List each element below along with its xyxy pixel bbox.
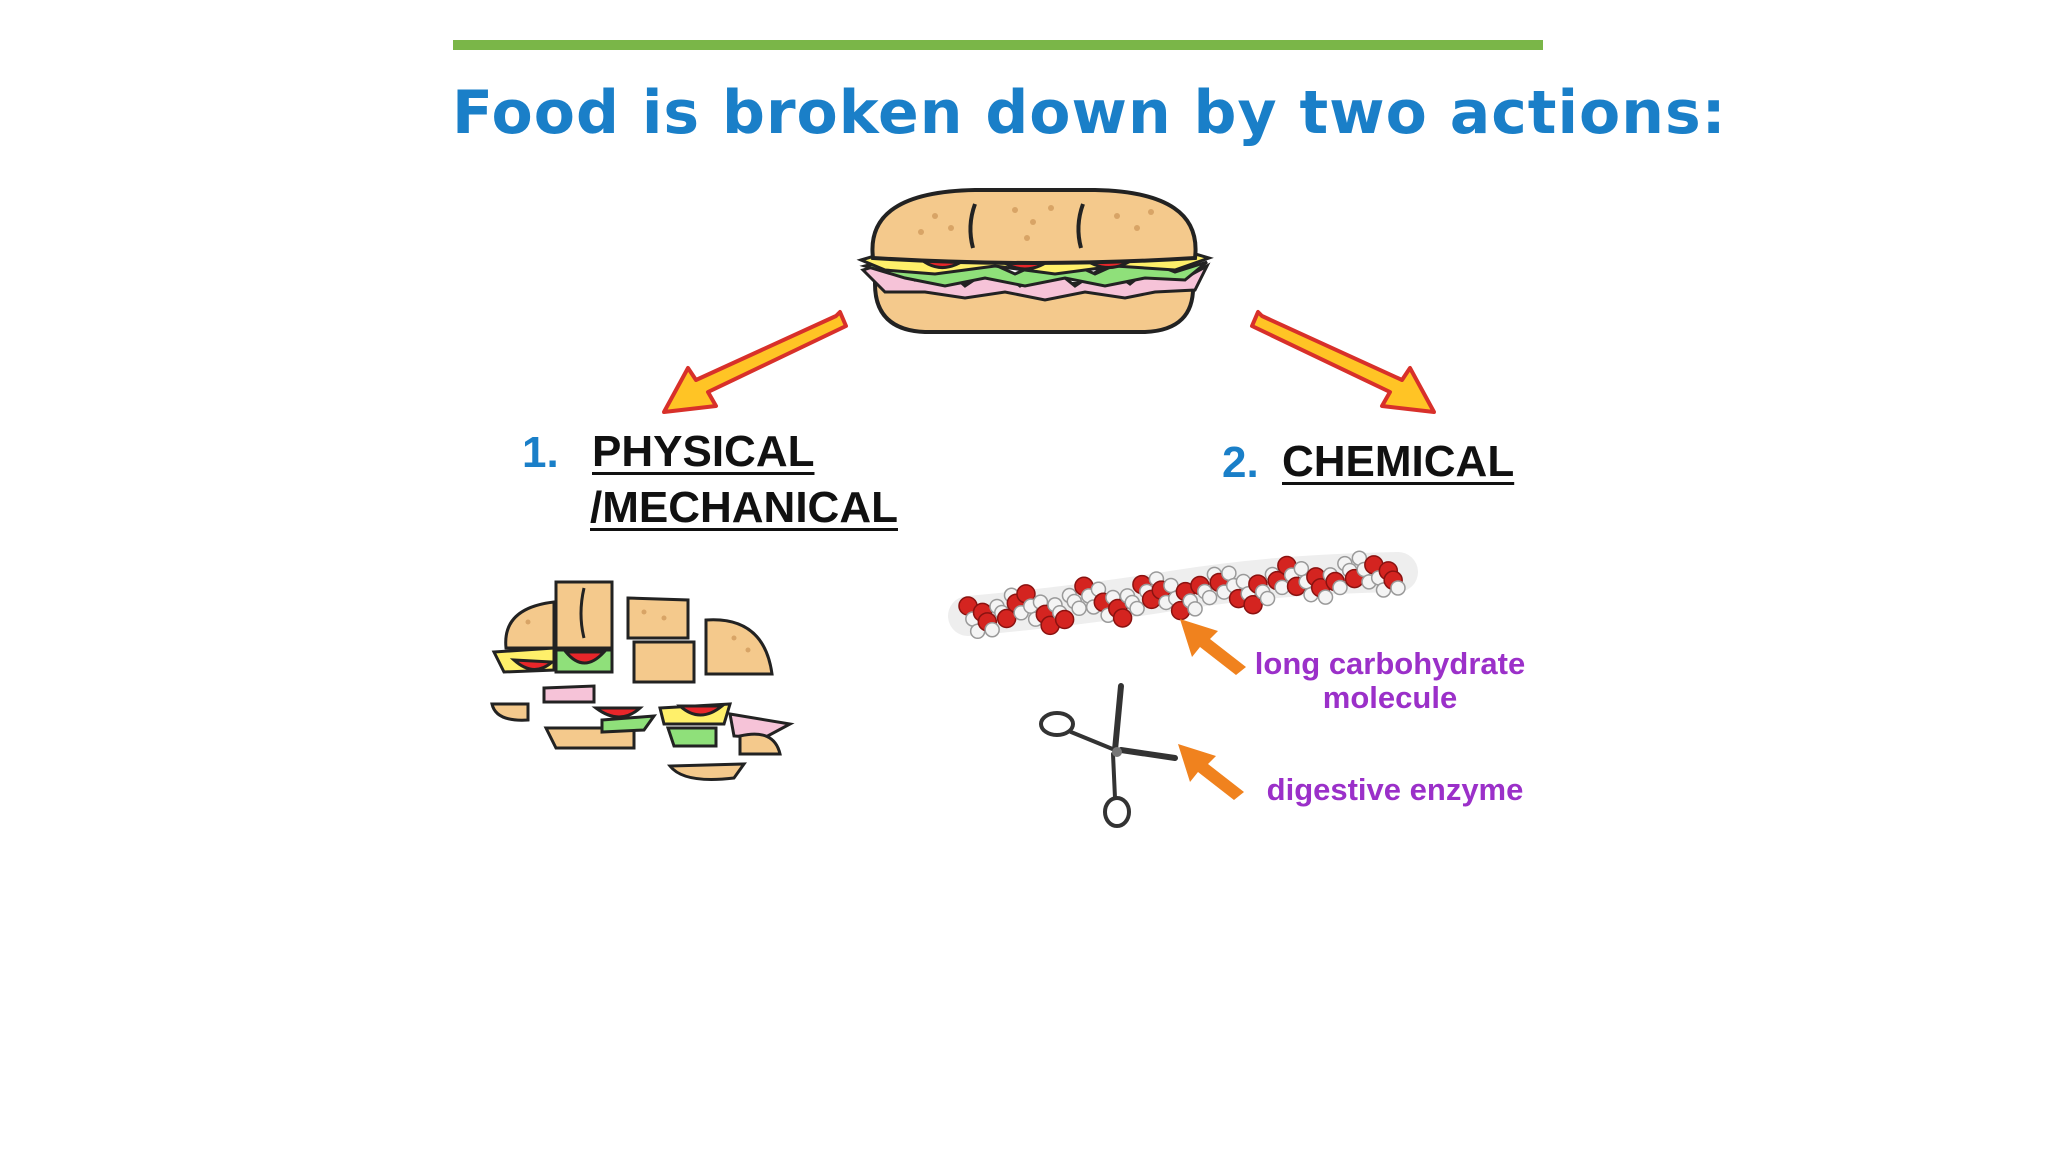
- hydrogen-atom: [1187, 601, 1203, 617]
- hydrogen-atom: [1317, 589, 1334, 605]
- oxygen-atom: [1054, 609, 1075, 630]
- molecule-label-line2: molecule: [1322, 680, 1458, 715]
- hydrogen-atom: [1071, 600, 1087, 617]
- enzyme-label: digestive enzyme: [1266, 772, 1524, 807]
- carbohydrate-molecule-icon: [948, 550, 1418, 640]
- scissors-icon: [1039, 683, 1178, 828]
- chemical-heading: CHEMICAL: [1282, 437, 1515, 486]
- hydrogen-atom: [1390, 580, 1406, 596]
- molecule-label: long carbohydrate molecule: [1240, 647, 1540, 715]
- top-accent-line: [453, 40, 1543, 50]
- oxygen-atom: [1112, 608, 1133, 628]
- arrow-left-icon: [662, 310, 848, 414]
- hydrogen-atom: [1332, 579, 1348, 596]
- chemical-number: 2.: [1222, 438, 1259, 487]
- sandwich-icon: [856, 188, 1214, 334]
- slide-title: Food is broken down by two actions:: [452, 78, 1727, 148]
- hydrogen-atom: [1201, 589, 1218, 606]
- pointer-arrow-enzyme-icon: [1178, 744, 1244, 800]
- pointer-arrow-molecule-icon: [1180, 619, 1246, 675]
- physical-heading: PHYSICAL: [592, 427, 815, 476]
- molecule-label-line1: long carbohydrate: [1254, 646, 1526, 681]
- hydrogen-atom: [984, 622, 1000, 638]
- oxygen-atom: [996, 608, 1017, 629]
- hydrogen-atom: [1129, 600, 1145, 617]
- broken-sandwich-icon: [490, 580, 795, 781]
- physical-number: 1.: [522, 428, 559, 477]
- oxygen-atom: [1243, 594, 1263, 615]
- hydrogen-atom: [1293, 560, 1310, 577]
- arrow-right-icon: [1250, 310, 1436, 414]
- mechanical-heading: /MECHANICAL: [590, 483, 898, 532]
- hydrogen-atom: [1259, 590, 1276, 607]
